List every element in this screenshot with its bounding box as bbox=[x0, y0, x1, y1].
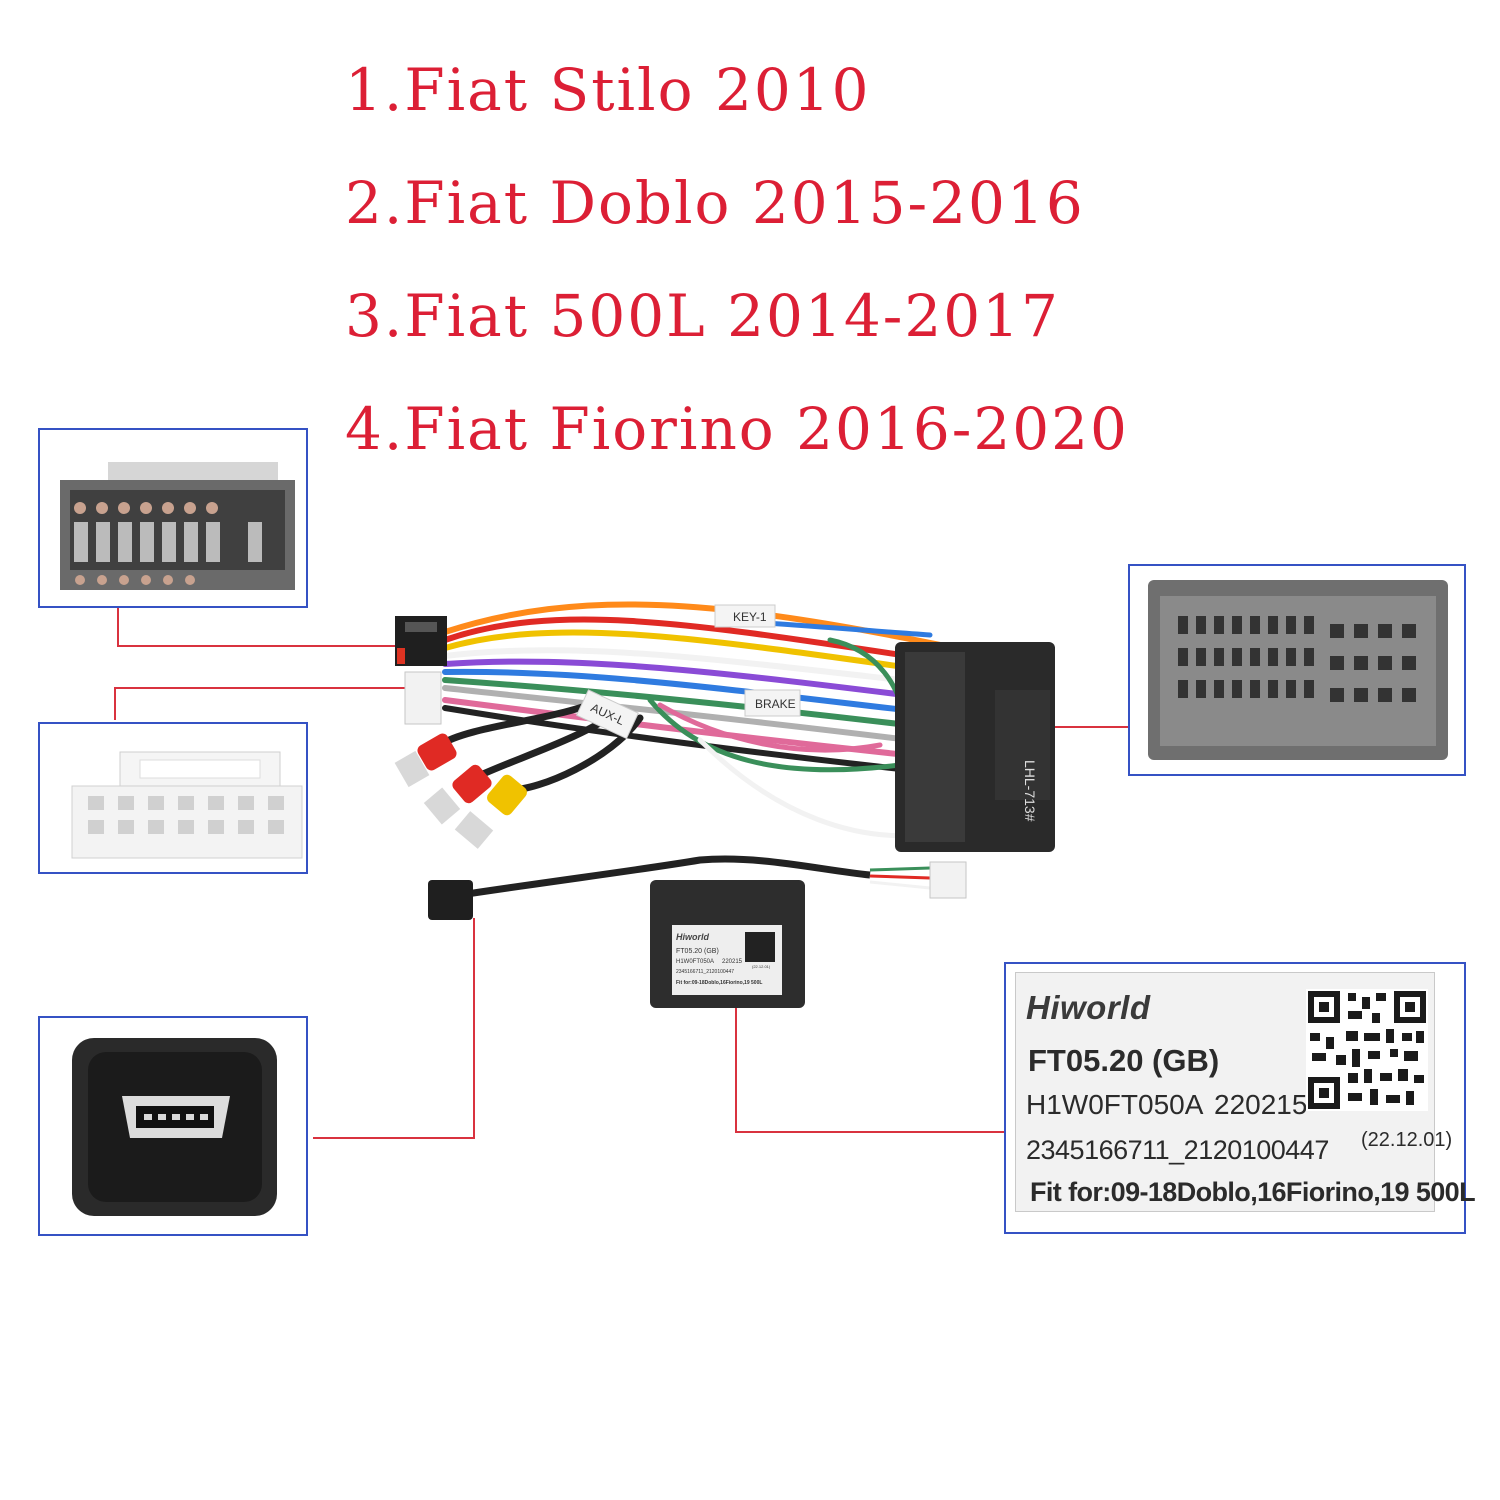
key-tag-text: KEY-1 bbox=[733, 610, 767, 624]
usb-cable bbox=[428, 855, 967, 920]
key-tag bbox=[714, 604, 776, 628]
inset-white-connector bbox=[38, 722, 308, 874]
can-box-fit: Fit for:09-18Doblo,16Fiorino,19 500L bbox=[676, 980, 762, 986]
white-connector bbox=[404, 671, 442, 725]
mini-usb-closeup bbox=[72, 1038, 277, 1216]
leader-iso-connector bbox=[117, 608, 405, 647]
rca-plug-red bbox=[394, 733, 457, 788]
can-box-brand: Hiworld bbox=[676, 932, 710, 942]
label-fit: Fit for:09-18Doblo,16Fiorino,19 500L bbox=[1030, 1177, 1476, 1207]
model-item-500l: 3.Fiat 500L 2014-2017 bbox=[345, 282, 1060, 350]
label-model: FT05.20 (GB) bbox=[1028, 1043, 1220, 1078]
label-code: H1W0FT050A bbox=[1026, 1089, 1204, 1120]
iso-connector-closeup bbox=[60, 462, 295, 590]
usb-plug bbox=[428, 880, 473, 920]
rca-plug-red-2 bbox=[423, 764, 492, 825]
compatible-models-list: 1.Fiat Stilo 2010 2.Fiat Doblo 2015-2016… bbox=[345, 34, 1129, 486]
label-revision: (22.12.01) bbox=[1361, 1129, 1453, 1151]
can-box-label-card: Hiworld FT05.20 (GB) H1W0FT050A 220215 2… bbox=[1015, 972, 1476, 1212]
inset-mini-usb bbox=[38, 1016, 308, 1236]
can-box-qr bbox=[745, 932, 775, 962]
white-connector-closeup bbox=[71, 751, 303, 859]
model-item-fiorino: 4.Fiat Fiorino 2016-2020 bbox=[345, 395, 1129, 463]
can-box-code: H1W0FT050A bbox=[676, 959, 714, 965]
leader-white-connector bbox=[114, 687, 410, 720]
qr-code-icon bbox=[1306, 989, 1428, 1111]
inset-iso-connector bbox=[38, 428, 308, 608]
inset-fiat-connector bbox=[1128, 564, 1466, 776]
fiat-connector-closeup bbox=[1148, 580, 1448, 760]
fiat-quadlock-connector: LHL-713# bbox=[895, 642, 1055, 852]
can-box: Hiworld FT05.20 (GB) H1W0FT050A 220215 2… bbox=[650, 880, 805, 1008]
iso-connector bbox=[395, 616, 447, 666]
brake-tag-text: BRAKE bbox=[755, 697, 796, 711]
can-box-model: FT05.20 (GB) bbox=[676, 948, 719, 955]
aux-tag bbox=[575, 689, 639, 740]
leader-lines bbox=[114, 608, 1130, 1139]
can-box-date: 220215 bbox=[722, 959, 743, 965]
rca-plugs bbox=[394, 733, 527, 849]
connector-code-text: LHL-713# bbox=[1022, 760, 1038, 822]
model-item-doblo: 2.Fiat Doblo 2015-2016 bbox=[345, 169, 1085, 237]
can-box-revision: (22.12.01) bbox=[752, 964, 771, 969]
can-box-serial: 2345166711_2120100447 bbox=[676, 969, 734, 975]
label-brand: Hiworld bbox=[1026, 989, 1151, 1026]
brake-tag bbox=[744, 689, 801, 717]
leader-usb-cable bbox=[313, 918, 475, 1139]
rca-plug-yellow bbox=[454, 774, 527, 849]
label-date: 220215 bbox=[1214, 1089, 1308, 1120]
model-item-stilo: 1.Fiat Stilo 2010 bbox=[345, 56, 871, 124]
leader-can-box bbox=[735, 1008, 1005, 1133]
label-serial: 2345166711_2120100447 bbox=[1026, 1135, 1329, 1165]
